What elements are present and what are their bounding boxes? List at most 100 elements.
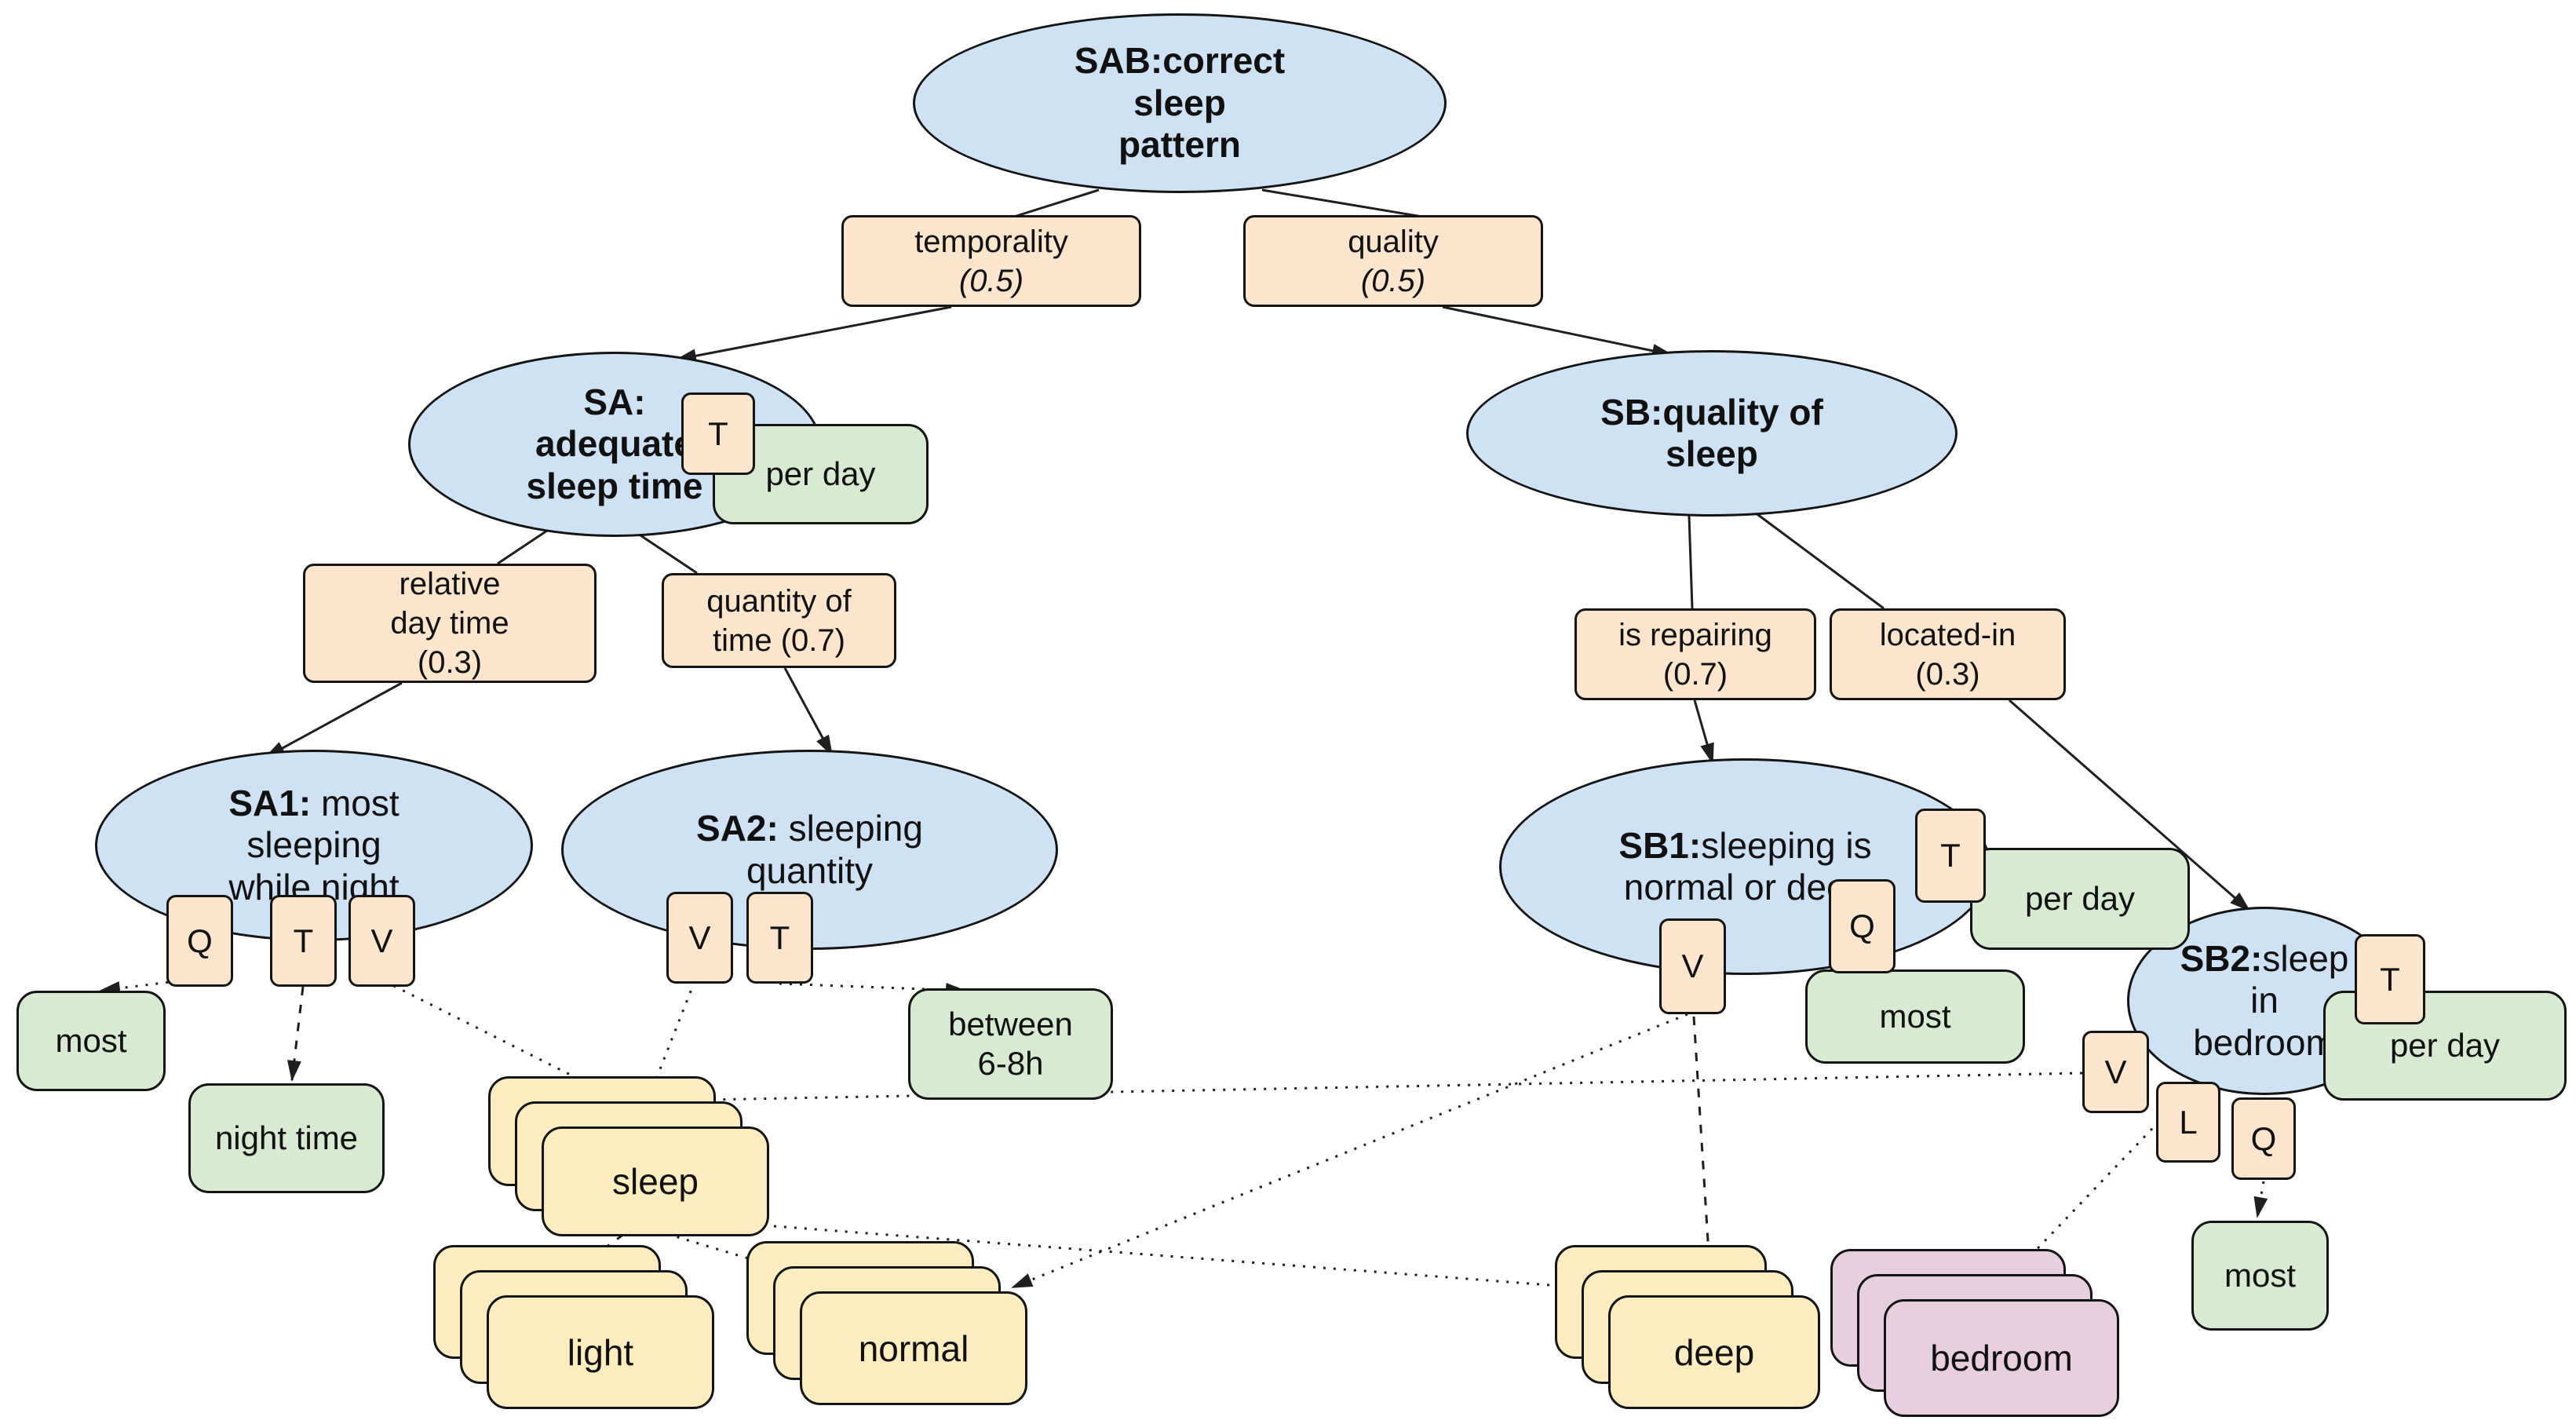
value-most-sa1-text: most [55, 1021, 127, 1059]
relation-temporality-line-1: temporality [914, 222, 1068, 261]
concept-sa2-line-2: quantity [746, 850, 873, 892]
edge-solid [1261, 188, 1423, 218]
value-night-time-line-1: night time [215, 1119, 358, 1158]
edge-solid [1751, 509, 1885, 610]
instance-stack-light-label: light [567, 1331, 634, 1373]
tag-sa-t-text: T [708, 414, 728, 452]
concept-sb2-text: SB2: [2180, 937, 2263, 979]
relation-quantity-of-time-line-1: quantity of [706, 582, 852, 621]
relation-quality-line-2: (0.5) [1361, 261, 1425, 301]
tag-sb2-v-line-1: V [2104, 1053, 2126, 1091]
relation-temporality-text: temporality [914, 224, 1068, 259]
concept-sb2-text: bedroom [2193, 1021, 2336, 1063]
relation-relative-day-time-text: (0.3) [417, 645, 483, 680]
value-most-sb1: most [1805, 969, 2025, 1064]
value-most-sb2: most [2191, 1221, 2329, 1331]
tag-sb1-t: T [1915, 809, 1986, 903]
concept-sa2-line-1: SA2: sleeping [696, 808, 923, 849]
tag-sa1-q-line-1: Q [187, 922, 213, 960]
edge-dot-arrow [647, 980, 696, 1101]
value-most-sb2-text: most [2224, 1256, 2296, 1294]
tag-sa-t: T [681, 393, 755, 475]
tag-sa2-t-line-1: T [770, 919, 790, 957]
concept-sb2-text: in [2250, 980, 2279, 1021]
relation-located-in: located-in(0.3) [1830, 608, 2066, 700]
value-between-6-8h-line-2: 6-8h [977, 1044, 1043, 1083]
relation-is-repairing: is repairing (0.7) [1574, 608, 1816, 700]
relation-is-repairing-text: is repairing [1618, 617, 1772, 652]
relation-relative-day-time-line-3: (0.3) [418, 643, 482, 682]
tag-sb1-q: Q [1829, 879, 1896, 973]
tag-sb2-t-line-1: T [2380, 961, 2400, 999]
edge-dot-arrow [666, 1072, 2083, 1108]
relation-is-repairing-line-1: is repairing [1618, 615, 1772, 655]
edge-dot-arrow [2253, 1181, 2268, 1218]
tag-sa1-t-line-1: T [294, 922, 314, 960]
instance-stack-sleep-card-3: sleep [542, 1126, 769, 1236]
concept-sab-text: sleep [1133, 82, 1226, 123]
instance-stack-bedroom: bedroom [1830, 1249, 2119, 1417]
relation-quality: quality(0.5) [1243, 215, 1543, 307]
value-per-day-sb2-text: per day [2389, 1026, 2501, 1064]
tag-sb1-v-line-1: V [1681, 948, 1703, 985]
value-per-day-sb1: per day [1970, 848, 2190, 950]
relation-located-in-line-2: (0.3) [1915, 655, 1979, 694]
tag-sa2-v: V [666, 892, 733, 984]
concept-sab-text: pattern [1118, 124, 1241, 166]
instance-stack-normal-card-3: normal [800, 1291, 1027, 1405]
instance-stack-sleep: sleep [488, 1076, 769, 1236]
edge-solid-arrow [1693, 699, 1714, 765]
relation-located-in-line-1: located-in [1880, 615, 2016, 655]
tag-sb2-l-text: L [2179, 1103, 2198, 1141]
concept-sa-text: SA: [583, 381, 646, 422]
relation-relative-day-time: relative day time (0.3) [303, 564, 597, 683]
edge-dash-arrow [286, 986, 305, 1082]
tag-sb2-t-text: T [2380, 960, 2400, 998]
concept-sb2-line-3: bedroom [2193, 1022, 2336, 1064]
instance-stack-normal: normal [746, 1241, 1027, 1405]
edge-solid-arrow [1442, 305, 1673, 358]
edge-solid-arrow [264, 681, 403, 759]
tag-sb2-q-text: Q [2250, 1119, 2277, 1157]
value-per-day-sa-text: per day [765, 455, 876, 492]
concept-sab-line-3: pattern [1118, 124, 1241, 166]
value-per-day-sb1-text: per day [2024, 879, 2136, 917]
tag-sa2-v-text: V [688, 918, 711, 956]
tag-sa1-t: T [270, 895, 337, 987]
instance-stack-bedroom-card-3: bedroom [1884, 1299, 2119, 1417]
tag-sb2-l: L [2156, 1082, 2220, 1163]
tag-sb1-q-text: Q [1849, 907, 1875, 944]
relation-relative-day-time-text: relative [399, 567, 501, 601]
tag-sb2-v-text: V [2104, 1053, 2127, 1090]
concept-sa1-text: sleeping [246, 824, 381, 866]
relation-quantity-of-time-line-2: time (0.7) [713, 621, 845, 660]
tag-sb1-t-line-1: T [1940, 837, 1961, 874]
concept-sa1-line-1: SA1: most [228, 783, 399, 824]
relation-relative-day-time-line-2: day time [390, 604, 509, 643]
edge-solid-arrow [2009, 699, 2251, 912]
relation-relative-day-time-text: day time [390, 606, 509, 641]
value-night-time-text: night time [214, 1119, 359, 1156]
relation-quality-text: quality [1348, 224, 1439, 259]
relation-relative-day-time-line-1: relative [400, 564, 501, 604]
tag-sa2-t-text: T [769, 918, 790, 956]
concept-sa-text: sleep time [526, 465, 703, 506]
concept-sa2-text: SA2: [696, 808, 779, 849]
tag-sa1-v: V [348, 895, 415, 987]
value-most-sb2-line-1: most [2224, 1256, 2296, 1295]
relation-is-repairing-line-2: (0.7) [1663, 655, 1728, 694]
concept-sa2-text: quantity [746, 849, 874, 891]
relation-is-repairing-text: (0.7) [1662, 656, 1728, 692]
tag-sb2-q: Q [2231, 1097, 2296, 1180]
value-most-sa1: most [16, 991, 166, 1091]
instance-stack-deep-card-3: deep [1608, 1295, 1820, 1409]
concept-sab-text: SAB:correct [1074, 40, 1286, 82]
tag-sa-t-line-1: T [708, 415, 728, 453]
concept-sb-text: SB:quality of [1600, 391, 1823, 433]
concept-sb2-line-1: SB2:sleep [2180, 938, 2349, 980]
